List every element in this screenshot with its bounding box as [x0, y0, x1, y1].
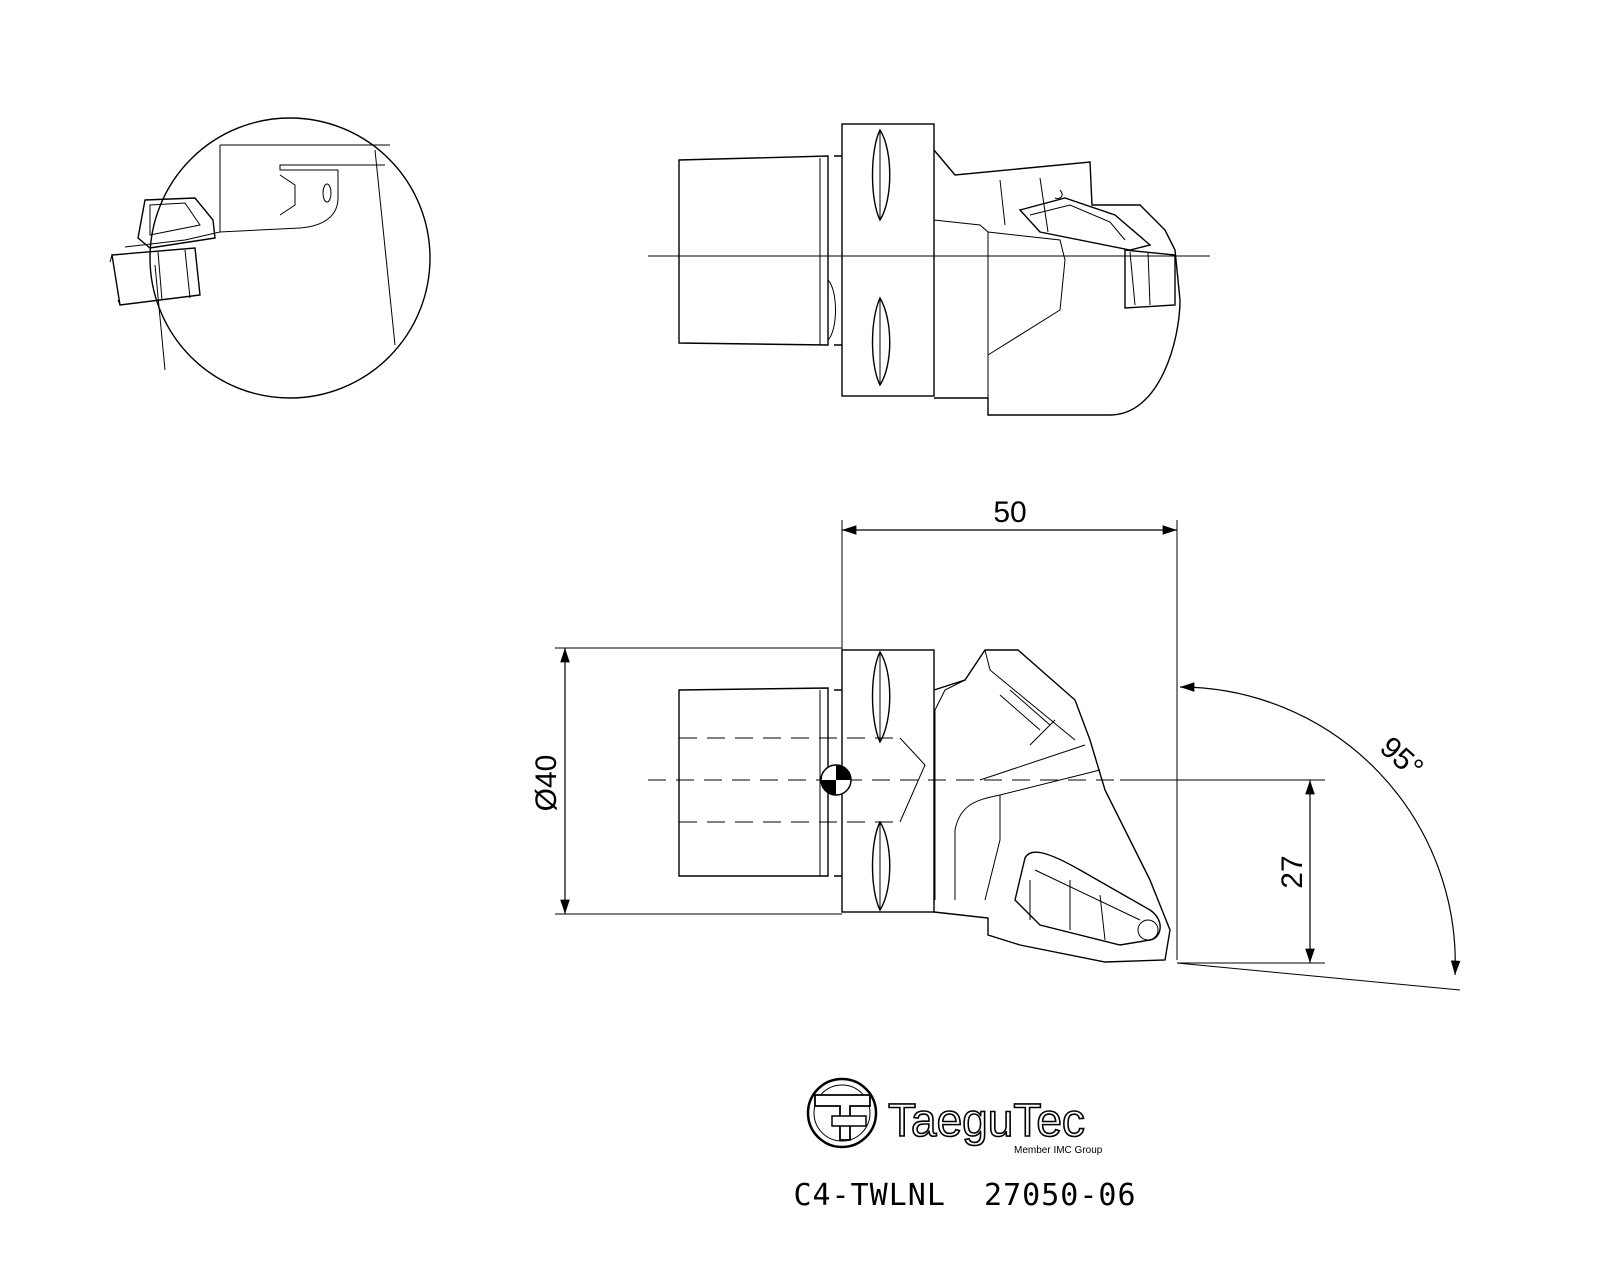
detail-view	[109, 117, 431, 399]
part-code: C4-TWLNL 27050-06	[793, 1178, 1136, 1213]
dimension-lines	[555, 520, 1461, 991]
taegutec-logo-icon	[806, 1077, 878, 1149]
center-of-gravity-icon	[820, 764, 852, 796]
dimension-diameter-label: Ø40	[530, 755, 563, 812]
brand-name: TaeguTec	[888, 1094, 1085, 1146]
dimension-height-label: 27	[1276, 855, 1309, 888]
top-view	[648, 123, 1210, 416]
dimension-angle-label: 95°	[1373, 730, 1429, 785]
front-view	[648, 649, 1171, 963]
brand-tagline: Member IMC Group	[1014, 1145, 1103, 1156]
dimension-length-label: 50	[993, 496, 1026, 529]
